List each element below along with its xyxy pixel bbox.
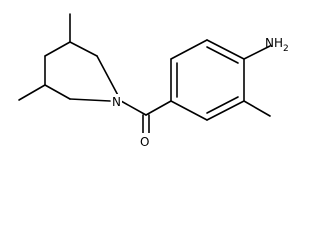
bond-ar6-ar1 <box>170 100 208 121</box>
bond-ar3-ar4 <box>206 39 245 60</box>
piperidine-ring <box>44 41 122 102</box>
bond-carbonyl-ring <box>145 100 172 116</box>
bond-c5-methyl <box>18 84 46 101</box>
bond-ar2-ar3 <box>170 39 208 60</box>
benzene-ring <box>170 39 245 121</box>
bond-n-carbonyl <box>120 100 147 116</box>
bond-ar5-ar6-inner <box>206 96 239 114</box>
oxygen-label: O <box>140 135 149 149</box>
structural-formula: N O NH2 <box>18 13 289 149</box>
amine-label: NH2 <box>265 36 289 54</box>
bond-c5-c6 <box>44 84 71 100</box>
oxygen-mask <box>139 133 152 148</box>
bond-ar5-ar6 <box>206 100 245 121</box>
bond-c2-c3 <box>69 41 98 57</box>
bond-c3-c4 <box>44 41 71 57</box>
bond-ar5-methyl <box>243 100 271 117</box>
bond-c6-n <box>69 98 111 102</box>
bond-n-c2 <box>96 55 122 102</box>
nitrogen-mask <box>111 94 122 108</box>
nitrogen-label: N <box>112 95 121 109</box>
bond-ar4-amine <box>243 45 271 60</box>
bond-ar3-ar4-inner <box>206 46 239 64</box>
